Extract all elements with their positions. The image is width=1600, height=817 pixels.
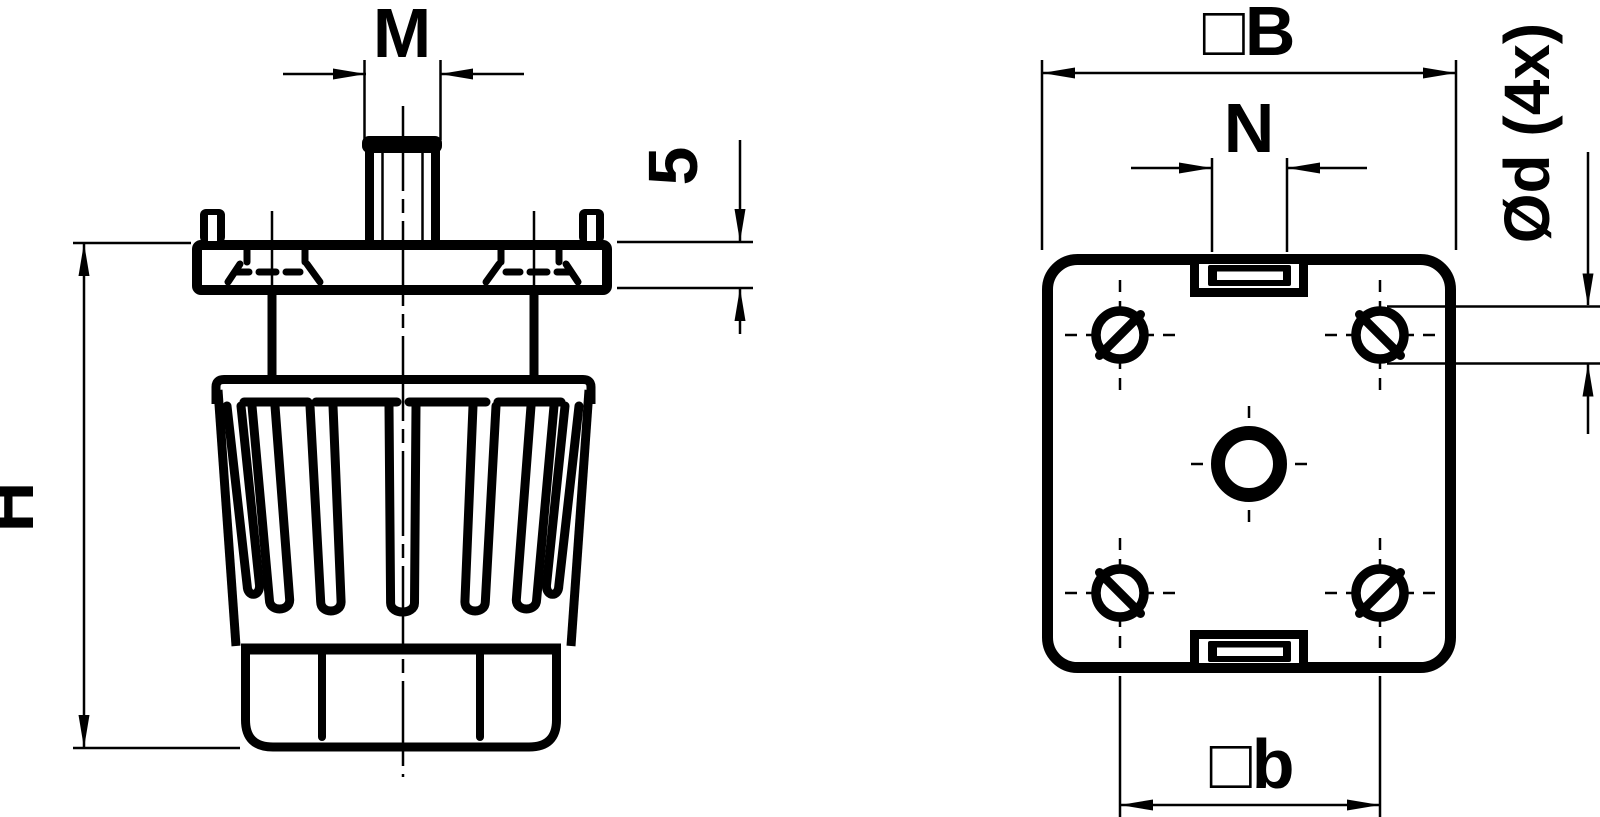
knurl-flute: [247, 401, 295, 614]
hidden-detent-left: [224, 246, 324, 286]
hole-spacing-dimension: □b: [1118, 676, 1382, 817]
slot-bottom: [1190, 630, 1308, 672]
width-dimension: □B: [1040, 0, 1458, 250]
hidden-detent-right: [482, 246, 582, 286]
screw-hole-top-right: [1325, 280, 1435, 390]
screw-hole-top-left: [1065, 280, 1175, 390]
thread-dimension: M: [283, 0, 524, 140]
center-hole: [1191, 406, 1307, 522]
hole-diameter-dimension: Ød (4x): [1387, 23, 1600, 434]
dim-label-thickness: 5: [634, 147, 712, 186]
neck: [267, 292, 539, 382]
screw-hole-bottom-right: [1325, 538, 1435, 648]
knurl-flute: [541, 401, 584, 599]
slot-top: [1190, 255, 1308, 297]
height-dimension: H: [0, 241, 240, 750]
dim-label-width: □B: [1203, 0, 1296, 70]
flange-tab-right: [579, 209, 604, 243]
face-view: □B N: [1040, 0, 1600, 817]
thickness-dimension: 5: [617, 140, 753, 334]
dim-label-height: H: [0, 482, 48, 533]
knurled-sleeve: [211, 375, 596, 647]
thread-stud: [362, 136, 442, 244]
knurl-flute: [222, 401, 265, 599]
screw-hole-bottom-left: [1065, 538, 1175, 648]
flange-tab-left: [200, 209, 225, 243]
knurl-flute: [511, 401, 559, 614]
side-view: M: [0, 0, 753, 777]
foot: [241, 643, 561, 752]
dim-label-holes: Ød (4x): [1491, 23, 1563, 243]
slot-dimension: N: [1131, 89, 1367, 252]
dim-label-slot: N: [1224, 89, 1275, 167]
knurl-flute: [460, 401, 501, 616]
dim-label-thread: M: [373, 0, 431, 72]
knurl-flute: [305, 401, 346, 616]
dim-label-spacing: □b: [1209, 725, 1294, 803]
